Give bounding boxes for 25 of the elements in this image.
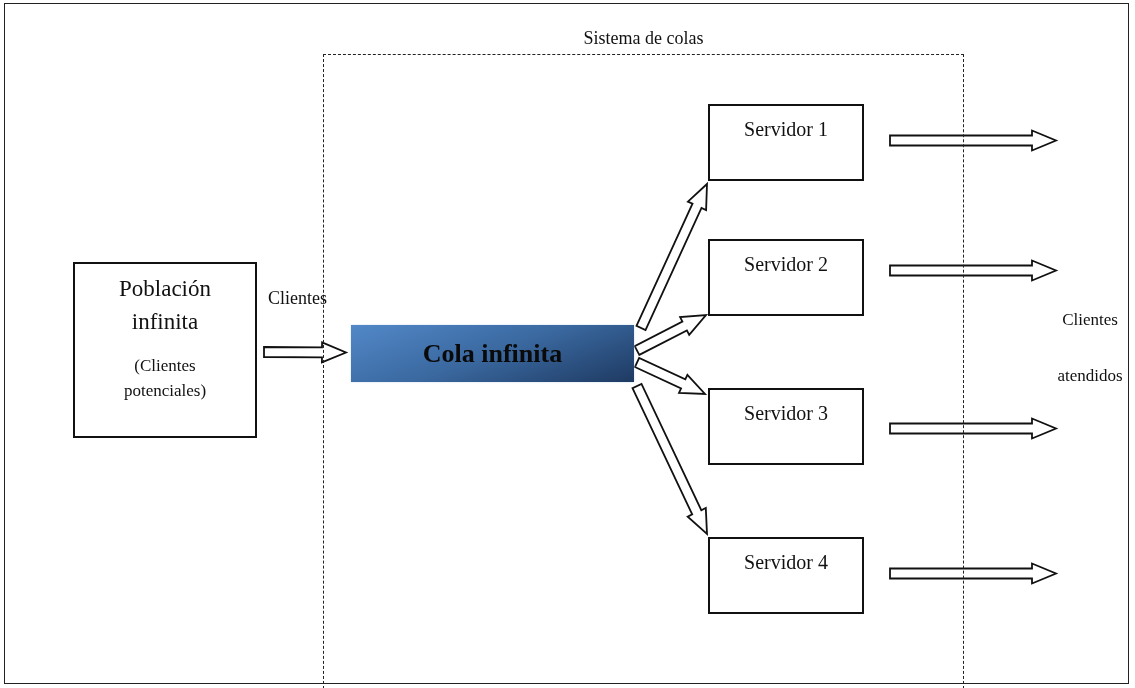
server-box — [708, 104, 864, 181]
queue-title: Cola infinita — [422, 338, 563, 369]
server-label: Servidor 3 — [744, 402, 828, 425]
server-box — [708, 239, 864, 316]
population-box — [73, 262, 257, 438]
block-arrow — [633, 313, 709, 357]
block-arrow — [633, 356, 708, 395]
server-box — [708, 537, 864, 614]
server-label: Servidor 1 — [744, 118, 828, 141]
side-label: Clientes atendidos — [1056, 309, 1124, 387]
block-arrow — [635, 181, 708, 332]
boundary-title: Sistema de colas — [582, 28, 705, 49]
queue-bar — [351, 325, 634, 382]
block-arrow — [889, 562, 1059, 585]
edge-label: Clientes — [268, 288, 327, 309]
server-label: Servidor 2 — [744, 253, 828, 276]
block-arrow — [889, 417, 1059, 440]
box-title: Población infinita — [118, 275, 212, 337]
block-arrow — [631, 382, 708, 537]
block-arrow — [889, 129, 1059, 152]
server-label: Servidor 4 — [744, 551, 828, 574]
box-note: (Clientes potenciales) — [122, 354, 208, 403]
block-arrow — [889, 259, 1059, 282]
server-box — [708, 388, 864, 465]
block-arrow — [263, 341, 349, 364]
